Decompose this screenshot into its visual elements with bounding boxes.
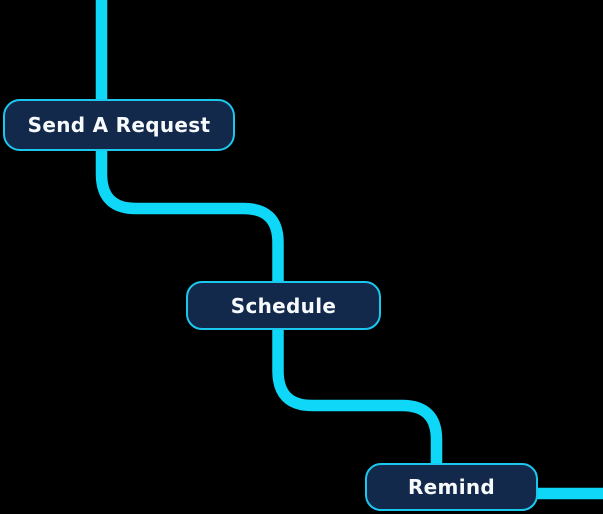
flow-node-send-a-request: Send A Request: [3, 99, 235, 151]
flow-node-remind: Remind: [365, 463, 538, 511]
flow-node-label: Schedule: [230, 293, 337, 318]
connector-path: [95, 0, 603, 500]
flow-node-schedule: Schedule: [186, 281, 381, 330]
flow-node-label: Send A Request: [27, 113, 211, 137]
flow-node-label: Remind: [407, 475, 495, 499]
